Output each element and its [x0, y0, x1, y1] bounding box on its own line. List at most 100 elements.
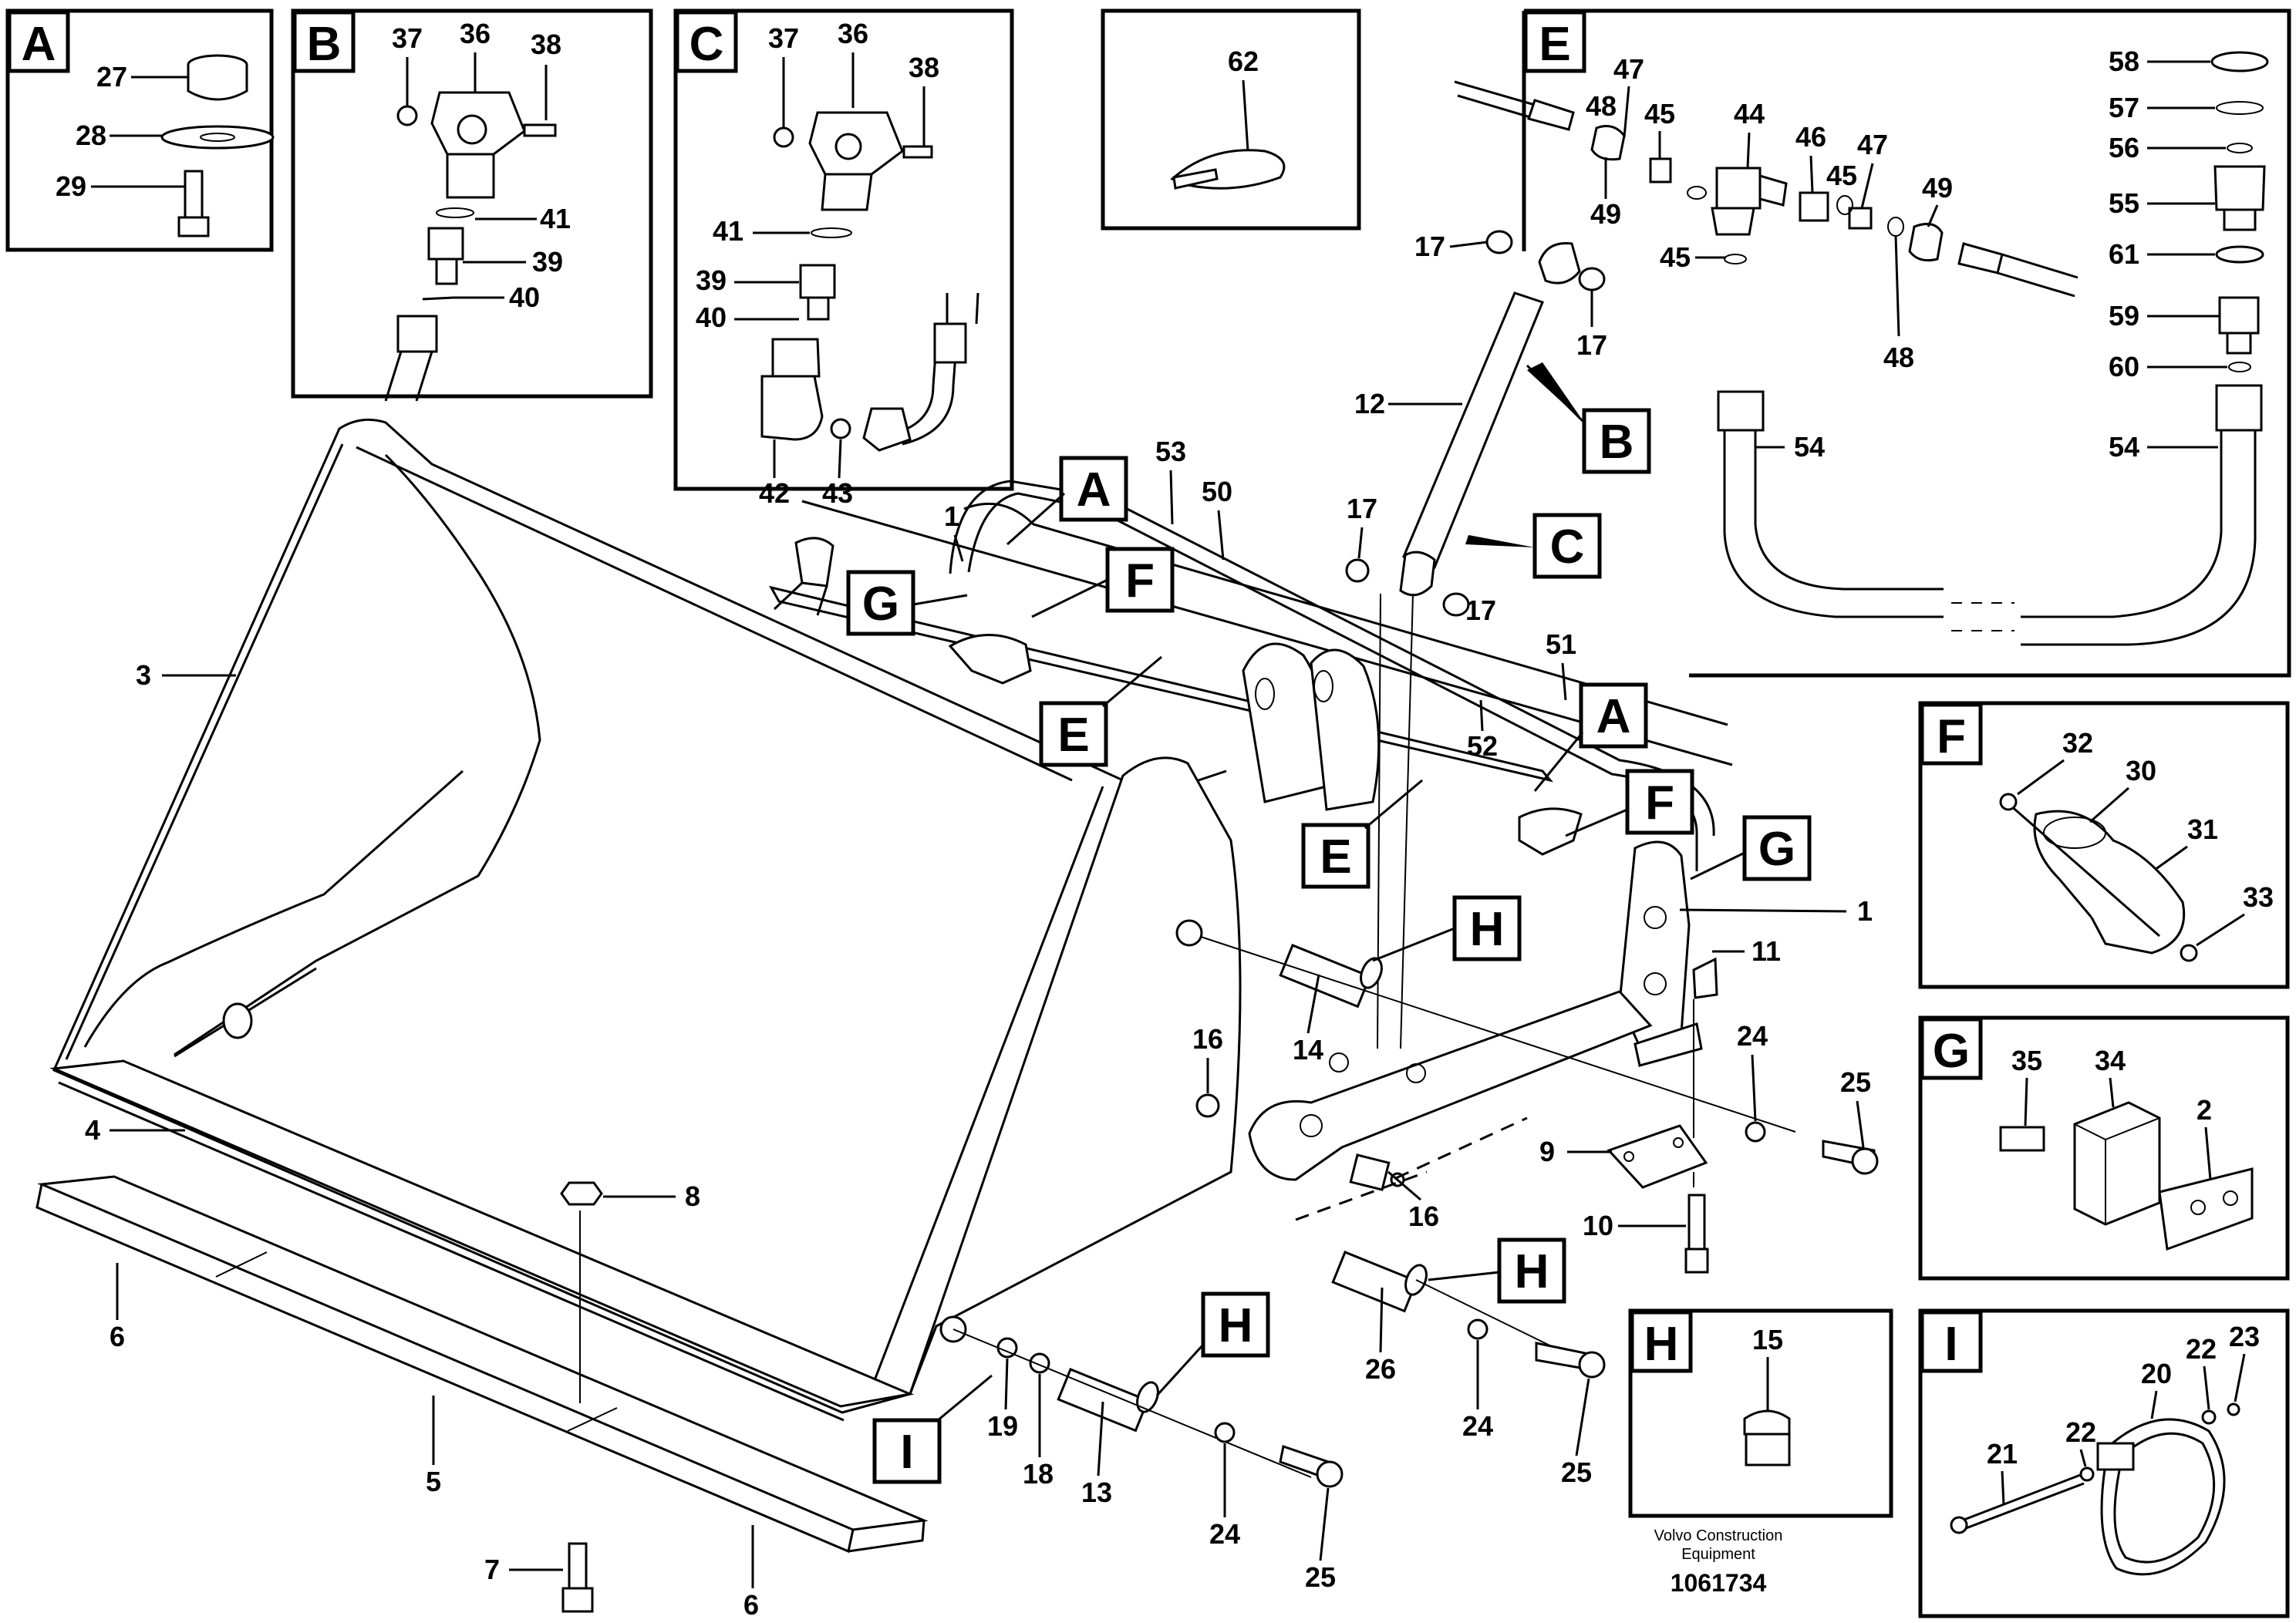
credit-line-2: Equipment	[1681, 1546, 1755, 1563]
callout-h-bottom: H	[1219, 1299, 1253, 1352]
part-label-50: 50	[1202, 476, 1232, 507]
part-label-35: 35	[2011, 1045, 2042, 1076]
detail-box-g-letter: G	[1933, 1025, 1970, 1078]
credit-line-1: Volvo Construction	[1654, 1527, 1783, 1544]
part-label-22-left: 22	[2065, 1416, 2096, 1448]
part-label-39-c: 39	[696, 264, 727, 296]
part-label-37-c: 37	[768, 22, 799, 54]
callout-a-lower: A	[1596, 690, 1631, 743]
part-label-51: 51	[1546, 628, 1576, 660]
cap-plug-part	[160, 54, 275, 237]
part-label-45-b: 45	[1826, 160, 1857, 191]
part-label-25-upper: 25	[1840, 1066, 1871, 1098]
part-label-38-c: 38	[909, 52, 939, 83]
part-label-32: 32	[2062, 727, 2093, 759]
detail-box-b-letter: B	[307, 18, 342, 71]
callout-f-lower: F	[1645, 776, 1674, 830]
detail-box-g: G 35 34 2	[1918, 1015, 2290, 1281]
detail-box-b: B 37 36 38 41 39 40	[291, 8, 653, 402]
part-label-49-right: 49	[1922, 172, 1953, 204]
main-part-labels: 17 17 12 17 17 53 50 1 51 52 3 4 8 6 5 7…	[85, 231, 1873, 1621]
part-label-47-b: 47	[1857, 129, 1888, 160]
part-label-21: 21	[1987, 1438, 2018, 1470]
part-label-5: 5	[426, 1466, 441, 1497]
callout-h-lower: H	[1515, 1245, 1549, 1298]
callout-g-upper: G	[862, 577, 899, 631]
part-label-15: 15	[1752, 1324, 1783, 1355]
part-label-48: 48	[1586, 90, 1617, 122]
part-label-60: 60	[2109, 351, 2139, 382]
part-label-54-left: 54	[1794, 431, 1825, 463]
part-label-40: 40	[509, 281, 540, 313]
part-label-42: 42	[759, 477, 790, 509]
part-label-10: 10	[1583, 1210, 1613, 1241]
part-label-26: 26	[1365, 1353, 1396, 1385]
part-label-36-c: 36	[838, 18, 868, 49]
part-label-8: 8	[685, 1180, 700, 1212]
part-label-25-mid: 25	[1561, 1456, 1592, 1488]
part-label-24-upper: 24	[1737, 1020, 1768, 1052]
detail-box-c: C 37 36 38 41 39 40 42 43	[673, 8, 1014, 509]
detail-box-c-letter: C	[689, 18, 724, 71]
detail-box-f: F 32 30 31 33	[1918, 701, 2290, 989]
part-label-45: 45	[1644, 98, 1675, 130]
callout-a-upper: A	[1077, 463, 1111, 517]
part-label-20: 20	[2141, 1358, 2172, 1389]
part-label-31: 31	[2187, 813, 2218, 845]
part-label-11: 11	[1752, 935, 1781, 967]
part-label-13: 13	[1081, 1477, 1112, 1508]
detail-box-i: I 21 22 20 22 23	[1918, 1308, 2290, 1618]
part-label-16-upper: 16	[1192, 1023, 1223, 1055]
detail-box-f-letter: F	[1937, 710, 1966, 763]
cutting-edge-segments	[35, 1175, 929, 1554]
part-label-22-right: 22	[2186, 1333, 2217, 1365]
part-label-61: 61	[2109, 238, 2139, 270]
part-label-9: 9	[1539, 1136, 1555, 1167]
detail-box-a: A 27 28 29	[5, 8, 275, 252]
part-label-57: 57	[2109, 92, 2139, 123]
part-label-6-left: 6	[110, 1321, 125, 1352]
part-label-36: 36	[460, 18, 491, 49]
detail-box-cable-tie: 62	[1101, 8, 1361, 231]
document-number: 1061734	[1671, 1569, 1767, 1597]
part-label-14: 14	[1293, 1034, 1323, 1066]
part-label-1-right: 1	[1857, 895, 1873, 927]
detail-box-h-letter: H	[1644, 1318, 1679, 1371]
part-label-29: 29	[56, 170, 86, 202]
bucket-assembly	[49, 418, 1733, 1422]
part-label-52: 52	[1467, 730, 1498, 762]
callout-b: B	[1600, 416, 1634, 469]
part-label-17-a: 17	[1414, 231, 1445, 262]
detail-box-a-letter: A	[22, 18, 56, 71]
part-label-25-lower: 25	[1305, 1561, 1336, 1593]
part-label-38: 38	[531, 29, 561, 60]
part-label-53: 53	[1155, 436, 1186, 467]
part-label-2: 2	[2197, 1094, 2212, 1126]
part-label-3: 3	[136, 659, 151, 691]
callout-e-lower: E	[1320, 830, 1351, 884]
part-label-23: 23	[2229, 1321, 2260, 1352]
callout-e-upper: E	[1057, 709, 1089, 762]
part-label-49-left: 49	[1590, 198, 1621, 230]
callout-letters: A B C G F E A F E G H H	[846, 362, 1812, 1484]
part-label-47: 47	[1613, 53, 1644, 85]
part-label-48-b: 48	[1883, 342, 1914, 373]
part-label-58: 58	[2109, 45, 2139, 77]
part-label-62: 62	[1228, 45, 1259, 77]
part-label-7: 7	[484, 1554, 500, 1585]
part-label-24-mid: 24	[1462, 1410, 1493, 1442]
callout-f-upper: F	[1125, 554, 1155, 608]
part-label-54-right: 54	[2109, 431, 2139, 463]
part-label-33: 33	[2243, 881, 2274, 913]
part-label-30: 30	[2126, 755, 2156, 786]
part-label-19: 19	[987, 1410, 1018, 1442]
part-label-6-right: 6	[743, 1589, 759, 1621]
part-label-27: 27	[96, 61, 127, 93]
callout-c: C	[1550, 520, 1585, 574]
part-label-43: 43	[822, 477, 853, 509]
part-label-44: 44	[1734, 98, 1765, 130]
part-label-41-c: 41	[713, 215, 743, 247]
callout-g-lower: G	[1758, 823, 1795, 876]
part-label-55: 55	[2109, 187, 2139, 219]
